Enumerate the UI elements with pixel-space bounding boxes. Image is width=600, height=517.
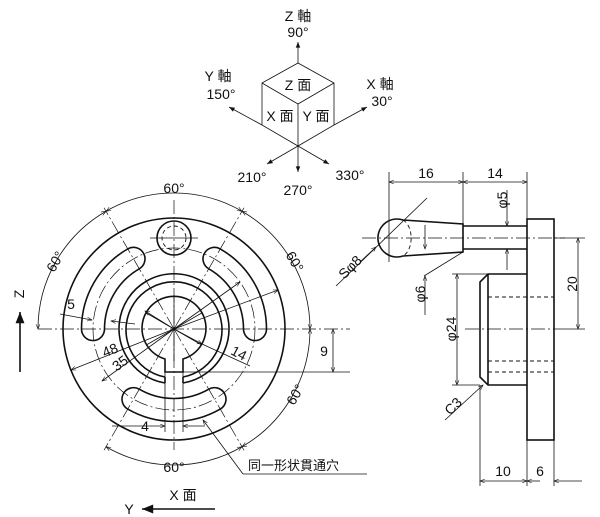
angle-bottom-label: 60° bbox=[163, 459, 184, 475]
bore-radial bbox=[173, 312, 202, 330]
flange bbox=[526, 218, 555, 441]
boss bbox=[479, 273, 527, 386]
arrow-210 bbox=[266, 145, 299, 165]
y-face-label: Y 面 bbox=[303, 108, 330, 124]
dim-slot-arrow bbox=[110, 319, 136, 325]
radial-centerline bbox=[173, 207, 245, 330]
dim-35-line bbox=[101, 328, 175, 382]
dim-phi6: φ6 bbox=[412, 285, 428, 302]
dim-bore-line bbox=[144, 310, 175, 330]
dim-48-line bbox=[70, 328, 175, 371]
z-axis-label: Z 軸 bbox=[285, 8, 311, 24]
dim-bore-line bbox=[173, 328, 203, 345]
dim-6: 6 bbox=[536, 463, 544, 479]
x-face-label: X 面 bbox=[266, 108, 293, 124]
dim-outer: 48 bbox=[100, 340, 121, 361]
x-axis-label: X 軸 bbox=[366, 76, 393, 92]
sphi8-arrow bbox=[359, 246, 377, 263]
angle-330-label: 330° bbox=[336, 167, 365, 183]
angle-dimension-arc bbox=[35, 210, 107, 330]
dim-key-depth-label: 9 bbox=[320, 343, 328, 359]
front-view: 60° 60° 60° 60° 60° 5 48 35 14 4 9 同一形状貫… bbox=[11, 180, 367, 517]
z-direction-label: Z bbox=[11, 289, 27, 298]
angle-dimension-arc bbox=[105, 446, 243, 466]
dim-16: 16 bbox=[418, 165, 434, 181]
arrow-330 bbox=[297, 145, 330, 165]
radial-centerline bbox=[103, 328, 175, 451]
dim-20: 20 bbox=[564, 276, 580, 292]
radial-centerline bbox=[173, 328, 245, 451]
dim-slot-arrow bbox=[59, 313, 93, 322]
angle-270-label: 270° bbox=[284, 182, 313, 198]
dim-line bbox=[173, 281, 241, 330]
x-angle-label: 30° bbox=[371, 93, 392, 109]
y-direction-label: Y bbox=[124, 501, 134, 517]
arc-slot bbox=[80, 246, 146, 342]
bore-with-keyway bbox=[141, 295, 207, 373]
dim-key: 4 bbox=[141, 418, 149, 434]
angle-dimension-arc bbox=[105, 192, 243, 212]
y-axis-label: Y 軸 bbox=[205, 68, 232, 84]
x-face-view-label: X 面 bbox=[169, 487, 196, 503]
dim-14: 14 bbox=[487, 165, 503, 181]
dim-phi5: φ5 bbox=[494, 191, 510, 208]
ball-hidden bbox=[402, 219, 412, 257]
dim-slot-width: 5 bbox=[67, 296, 75, 312]
angle-right-bottom-label: 60° bbox=[283, 381, 307, 407]
sphi8-leader bbox=[335, 197, 428, 287]
dim-10: 10 bbox=[495, 463, 511, 479]
axis-cube-diagram: Z 軸 90° Y 軸 150° X 軸 30° 210° 270° 330° … bbox=[205, 8, 394, 198]
cube bbox=[261, 62, 335, 147]
radial-centerline bbox=[103, 207, 175, 330]
dim-phi24: φ24 bbox=[443, 316, 459, 341]
z-angle-label: 90° bbox=[287, 24, 308, 40]
dim-sphi8: Sφ8 bbox=[335, 252, 365, 282]
arc-slot bbox=[202, 246, 268, 342]
side-view: 16 14 φ5 Sφ8 φ6 φ24 20 C3 10 6 bbox=[335, 165, 585, 486]
angle-left-label: 60° bbox=[43, 248, 67, 274]
angle-top-label: 60° bbox=[163, 180, 184, 196]
z-face-label: Z 面 bbox=[285, 77, 311, 93]
y-angle-label: 150° bbox=[207, 86, 236, 102]
dim-c3: C3 bbox=[441, 394, 465, 418]
bore-radial bbox=[146, 328, 175, 346]
hub-inner-circle bbox=[125, 281, 223, 378]
y-axis-arrow bbox=[228, 106, 263, 126]
angle-210-label: 210° bbox=[238, 169, 267, 185]
phi6-ext bbox=[423, 251, 464, 277]
c3-leader bbox=[444, 384, 484, 421]
x-axis-arrow bbox=[333, 106, 368, 126]
dim-line bbox=[173, 289, 279, 330]
handle bbox=[377, 218, 527, 258]
angle-dimension-arc bbox=[241, 328, 313, 448]
angle-dimension-arcs bbox=[35, 192, 313, 466]
angle-dimension-arc bbox=[241, 210, 313, 330]
dim-bore: 14 bbox=[228, 342, 249, 364]
note-leader bbox=[202, 419, 244, 475]
through-hole-note: 同一形状貫通穴 bbox=[248, 458, 339, 473]
